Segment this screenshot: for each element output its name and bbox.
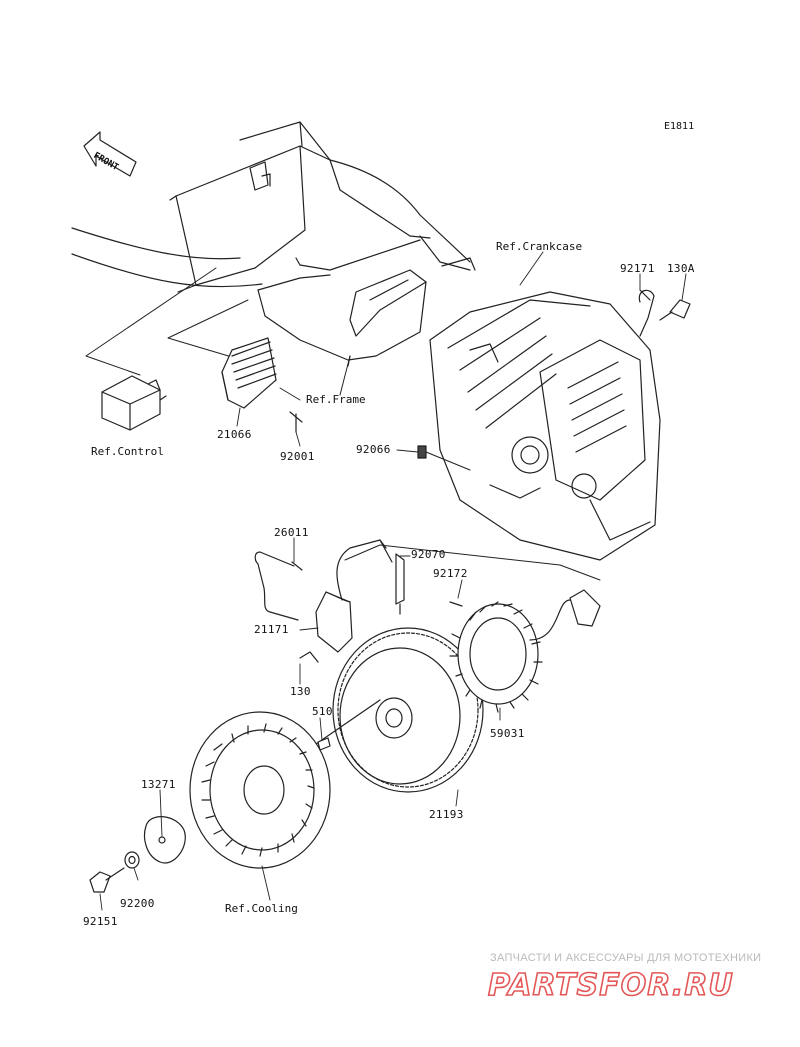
clip-92171	[638, 289, 655, 337]
watermark-subtitle: ЗАПЧАСТИ И АКСЕССУАРЫ ДЛЯ МОТОТЕХНИКИ	[490, 952, 762, 964]
diagram-code: E1811	[664, 121, 695, 132]
stator-59031	[449, 589, 601, 713]
front-arrow-icon	[83, 131, 137, 177]
part-number-92171: 92171	[620, 262, 655, 275]
part-number-92001: 92001	[280, 450, 315, 463]
part-number-92070: 92070	[411, 548, 446, 561]
watermark-logo: PARTSFOR.RU	[487, 967, 734, 1004]
frame-outline	[71, 121, 476, 367]
part-number-130A: 130A	[667, 262, 695, 275]
part-number-21066: 21066	[217, 428, 252, 441]
leader-lines-lower	[344, 544, 601, 581]
part-number-92066: 92066	[356, 443, 391, 456]
plate-13271	[143, 816, 186, 864]
crankcase	[429, 289, 661, 561]
part-number-92151: 92151	[83, 915, 118, 928]
control-module	[101, 375, 167, 431]
part-number-26011: 26011	[274, 526, 309, 539]
label-leaders	[99, 251, 687, 911]
ref-crankcase-label: Ref.Crankcase	[496, 240, 583, 253]
part-number-92200: 92200	[120, 897, 155, 910]
regulator-21066	[221, 337, 303, 433]
ref-control-label: Ref.Control	[91, 445, 164, 458]
spark-plug-92070	[395, 553, 405, 615]
part-number-59031: 59031	[490, 727, 525, 740]
ref-cooling-label: Ref.Cooling	[225, 902, 298, 915]
ignition-coil-21171	[299, 539, 393, 663]
part-number-130: 130	[290, 685, 311, 698]
part-number-13271: 13271	[141, 778, 176, 791]
part-number-21171: 21171	[254, 623, 289, 636]
part-number-21193: 21193	[429, 808, 464, 821]
leader-lines-frame	[85, 267, 351, 396]
washer-92200	[124, 851, 140, 869]
part-number-510: 510	[312, 705, 333, 718]
bolt-130A	[659, 299, 691, 321]
cooling-fan	[189, 711, 331, 869]
ref-frame-label: Ref.Frame	[306, 393, 366, 406]
lead-wire-26011	[254, 551, 303, 621]
bolt-92151	[89, 867, 125, 893]
part-number-92172: 92172	[433, 567, 468, 580]
